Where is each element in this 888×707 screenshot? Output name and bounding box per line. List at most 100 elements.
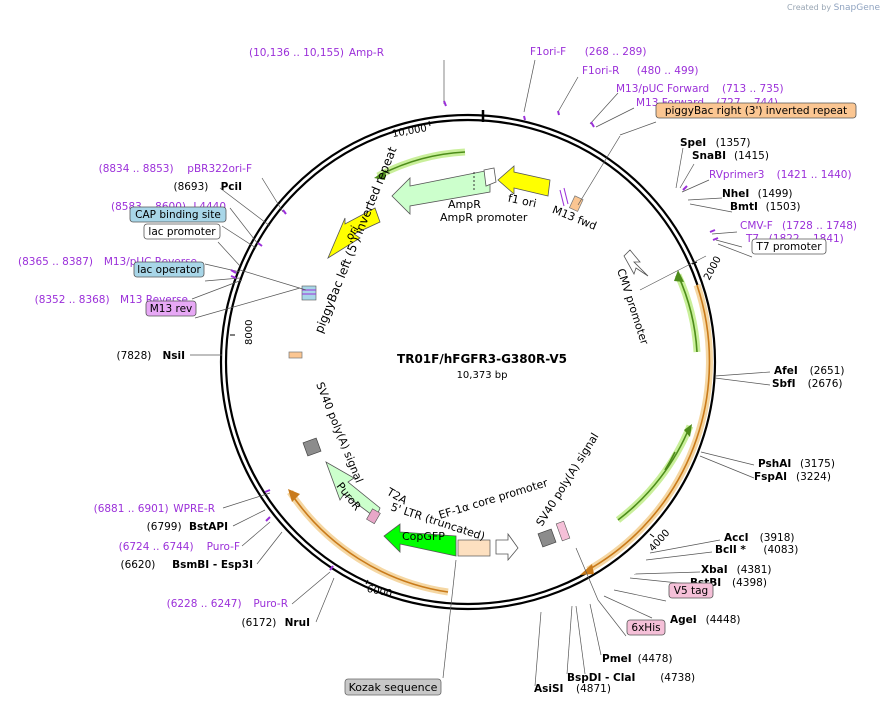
credit-prefix: Created by: [787, 3, 832, 12]
right-fspai-pos: (3224): [796, 471, 831, 483]
green-arc-lower-head: [684, 424, 692, 437]
right-pshai-pos: (3175): [800, 458, 835, 470]
label-ef1a: EF-1α core promoter: [437, 476, 550, 522]
right-nhei-name: NheI: [722, 188, 749, 200]
right-t7-promoter-box: [751, 238, 827, 255]
green-arc-lower2: [664, 451, 676, 471]
right-cmv-f-name: CMV-F: [740, 220, 773, 232]
puror-feature: [325, 461, 381, 519]
right-xbai-name: XbaI: [701, 564, 728, 576]
orange-arc-left-head: [288, 489, 300, 502]
right-6xhis-label: 6xHis: [631, 622, 660, 634]
m13-fwd-box: [568, 195, 584, 212]
tick-4000: 4000: [647, 528, 672, 554]
right-bstbi-pos: (4398): [732, 577, 767, 589]
ltr-box: [457, 539, 491, 557]
label-cmv-promoter: CMV promoter: [614, 267, 651, 347]
t2a-box: [366, 508, 381, 525]
left-wpre-r-pos: (6881 .. 6901): [94, 503, 169, 515]
right-rvprimer3-name: RVprimer3: [709, 169, 765, 181]
left-puro-r-name: Puro-R: [253, 598, 288, 610]
left-cap-binding-site-label: CAP binding site: [135, 209, 221, 221]
right-6xhis-box: [626, 619, 666, 636]
left-amp-r-name: Amp-R: [349, 47, 384, 59]
right-bcli--pos: (4083): [763, 544, 798, 556]
left-nsii-name: NsiI: [162, 350, 185, 362]
left-bstapi-pos: (6799): [147, 521, 182, 533]
map-title: TR01F/hFGFR3-G380R-V5: [397, 352, 567, 366]
label-piggybac-left: piggyBac left (5') inverted repeat: [312, 145, 400, 336]
right-bspdi-clai-pos: (4738): [660, 672, 695, 684]
orange-arc-right-line: [587, 284, 711, 571]
right-asisi-pos: (4871): [576, 683, 611, 695]
right-sbfi-pos: (2676): [808, 378, 843, 390]
right-f1ori-r-name: F1ori-R: [582, 65, 619, 77]
left-nrui-name: NruI: [285, 617, 310, 629]
backbone-outer: [219, 113, 717, 611]
right-sbfi-name: SbfI: [772, 378, 796, 390]
left-cap-binding-site-box: [129, 206, 227, 223]
sv40-left-box: [302, 437, 322, 457]
right-bmti-name: BmtI: [730, 201, 758, 213]
orange-arc-left-line: [289, 491, 449, 593]
left-pcii-pos: (8693): [173, 181, 208, 193]
right-asisi-name: AsiSI: [534, 683, 563, 695]
ampr-feature: [391, 169, 491, 215]
orange-arc-right-head: [580, 564, 594, 575]
label-ampr-promoter: AmpR promoter: [440, 211, 528, 224]
left-bstapi-name: BstAPI: [189, 521, 228, 533]
map-length: 10,373 bp: [457, 370, 508, 381]
right-agei-name: AgeI: [670, 614, 697, 626]
label-sv40-left: SV40 poly(A) signal: [313, 380, 365, 484]
right-pmei-name: PmeI: [602, 653, 632, 665]
tick-8000: 8000: [244, 320, 255, 345]
right-labels: F1ori-F (268 .. 289) F1ori-R (480 .. 499) M1…: [530, 46, 857, 695]
right-fspai-name: FspAI: [754, 471, 787, 483]
tick-mark: [365, 579, 369, 585]
right-rvprimer3-pos: (1421 .. 1440): [777, 169, 852, 181]
left-lac-promoter-label: lac promoter: [148, 226, 216, 238]
copgfp-feature: [383, 523, 457, 557]
right-m13-puc-forward-name: M13/pUC Forward: [616, 83, 709, 95]
left-puro-f-name: Puro-F: [207, 541, 240, 553]
left-m13-rev-box: [145, 300, 197, 317]
right-spei-pos: (1357): [716, 137, 751, 149]
right-f1ori-r-pos: (480 .. 499): [637, 65, 699, 77]
tick-6000: 6000: [366, 584, 393, 600]
f1-ori-feature: [497, 165, 551, 197]
right-pmei-pos: (4478): [638, 653, 673, 665]
left-bsmbi-esp3i-pos: (6620): [120, 559, 155, 571]
ori-feature: [327, 207, 381, 260]
left-labels: Amp-R(10,136 .. 10,155)pBR322ori-F(8834 …: [18, 47, 384, 629]
snapgene-credit: Created by SnapGene: [787, 3, 880, 13]
left-lac-promoter-box: [143, 223, 221, 240]
label-ori: ori: [343, 224, 361, 243]
tag-box: [555, 520, 571, 542]
tick-mark: [428, 120, 431, 127]
tick-mark: [649, 533, 655, 538]
right-piggybac-right-3-inverted-repeat-label: piggyBac right (3') inverted repeat: [665, 105, 847, 117]
left-lac-operator-label: lac operator: [137, 264, 201, 276]
right-bspdi-clai-name: BspDI - ClaI: [567, 672, 635, 684]
right-snabi-name: SnaBI: [692, 150, 726, 162]
right-bmti-pos: (1503): [766, 201, 801, 213]
right-nhei-pos: (1499): [758, 188, 793, 200]
left-m13-puc-reverse-pos: (8365 .. 8387): [18, 256, 93, 268]
green-arc-top-head: [374, 170, 386, 180]
tick-2000: 2000: [702, 255, 724, 283]
left-nsii-pos: (7828): [116, 350, 151, 362]
green-arc-lower-line: [617, 425, 691, 521]
right-afei-pos: (2651): [810, 365, 845, 377]
right-f1ori-f-pos: (268 .. 289): [585, 46, 647, 58]
right-f1ori-f-name: F1ori-F: [530, 46, 566, 58]
left-amp-r-pos: (10,136 .. 10,155): [249, 47, 344, 59]
kozak-box: [344, 678, 442, 696]
right-cmv-f-pos: (1728 .. 1748): [782, 220, 857, 232]
left-nrui-pos: (6172): [241, 617, 276, 629]
right-bcli--name: BclI *: [715, 544, 746, 556]
tick-mark: [691, 261, 698, 265]
right-v5-tag-box: [668, 582, 714, 599]
m13-fwd-mark: [559, 189, 565, 207]
piggybac-left-box: [288, 351, 303, 359]
cmv-promoter-feature: [623, 249, 649, 277]
